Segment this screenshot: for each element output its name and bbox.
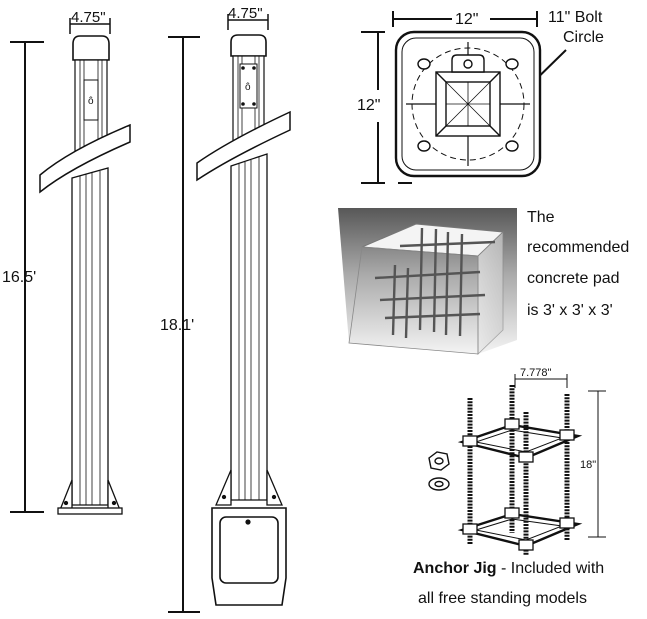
- width-dimension-tall: [227, 14, 269, 30]
- pole-short: 16.5' 4.75" ô: [2, 9, 131, 515]
- jig-nuts: [462, 418, 575, 551]
- pad-front-outline: [348, 246, 479, 355]
- spacing-dimension-jig: [514, 374, 568, 388]
- height-dimension-short: [10, 41, 44, 513]
- pole-base-housing-tall: [211, 507, 287, 606]
- height-label-jig: 18": [580, 459, 596, 471]
- pad-text-line-2: recommended: [527, 239, 630, 256]
- bolt-holes: [417, 58, 519, 152]
- pad-text-line-1: The: [527, 209, 555, 226]
- pole-cap-short: [72, 35, 110, 61]
- base-plate-diagram: 12" 12" 11" Bolt Circle: [357, 9, 604, 184]
- pole-break-short: [39, 123, 131, 194]
- spacing-label-jig: 7.778": [520, 367, 552, 379]
- rebar-cage: [374, 227, 496, 339]
- height-label-plate: 12": [357, 97, 380, 114]
- height-dimension-plate: [361, 31, 385, 184]
- height-dimension-jig: [588, 390, 606, 538]
- pole-shaft-short: [71, 167, 109, 506]
- svg-text:ô: ô: [88, 96, 94, 107]
- pad-text-line-3: concrete pad: [527, 270, 620, 287]
- anchor-jig-caption-line-2: all free standing models: [418, 590, 587, 607]
- bolt-circle-label-2: Circle: [563, 29, 604, 46]
- width-dimension-short: [69, 18, 111, 34]
- svg-text:ô: ô: [245, 82, 251, 93]
- base-plate-inner: [401, 37, 535, 171]
- width-label-short: 4.75": [71, 9, 106, 26]
- base-plate-post: [406, 42, 530, 166]
- pad-text-line-4: is 3' x 3' x 3': [527, 302, 613, 319]
- width-label-tall: 4.75": [228, 5, 263, 22]
- height-dimension-tall: [168, 36, 200, 613]
- jig-lower-plate: [457, 512, 583, 548]
- anchor-jig-caption-rest: - Included with: [496, 560, 605, 577]
- height-label-tall: 18.1': [160, 317, 194, 334]
- concrete-pad-diagram: [338, 208, 517, 355]
- height-label-short: 16.5': [2, 269, 36, 286]
- width-label-plate: 12": [455, 11, 478, 28]
- jig-upper-plate: [457, 423, 583, 460]
- pole-tall: 18.1' 4.75" ô: [160, 5, 291, 613]
- pole-base-short: [57, 479, 123, 515]
- width-dimension-plate: [392, 11, 538, 27]
- loose-nut-washer: [428, 451, 450, 491]
- bolt-circle-label-1: 11" Bolt: [548, 9, 603, 26]
- pole-shaft-tall: [230, 153, 268, 501]
- anchor-jig-caption-line-1: Anchor Jig - Included with: [413, 561, 604, 577]
- pole-break-tall: [196, 110, 291, 182]
- anchor-jig-title: Anchor Jig: [413, 560, 497, 577]
- anchor-rods: [467, 385, 570, 556]
- pole-base-flare-tall: [215, 469, 283, 506]
- pole-cap-tall: [230, 34, 267, 57]
- anchor-jig-diagram: 7.778" 18": [428, 367, 606, 556]
